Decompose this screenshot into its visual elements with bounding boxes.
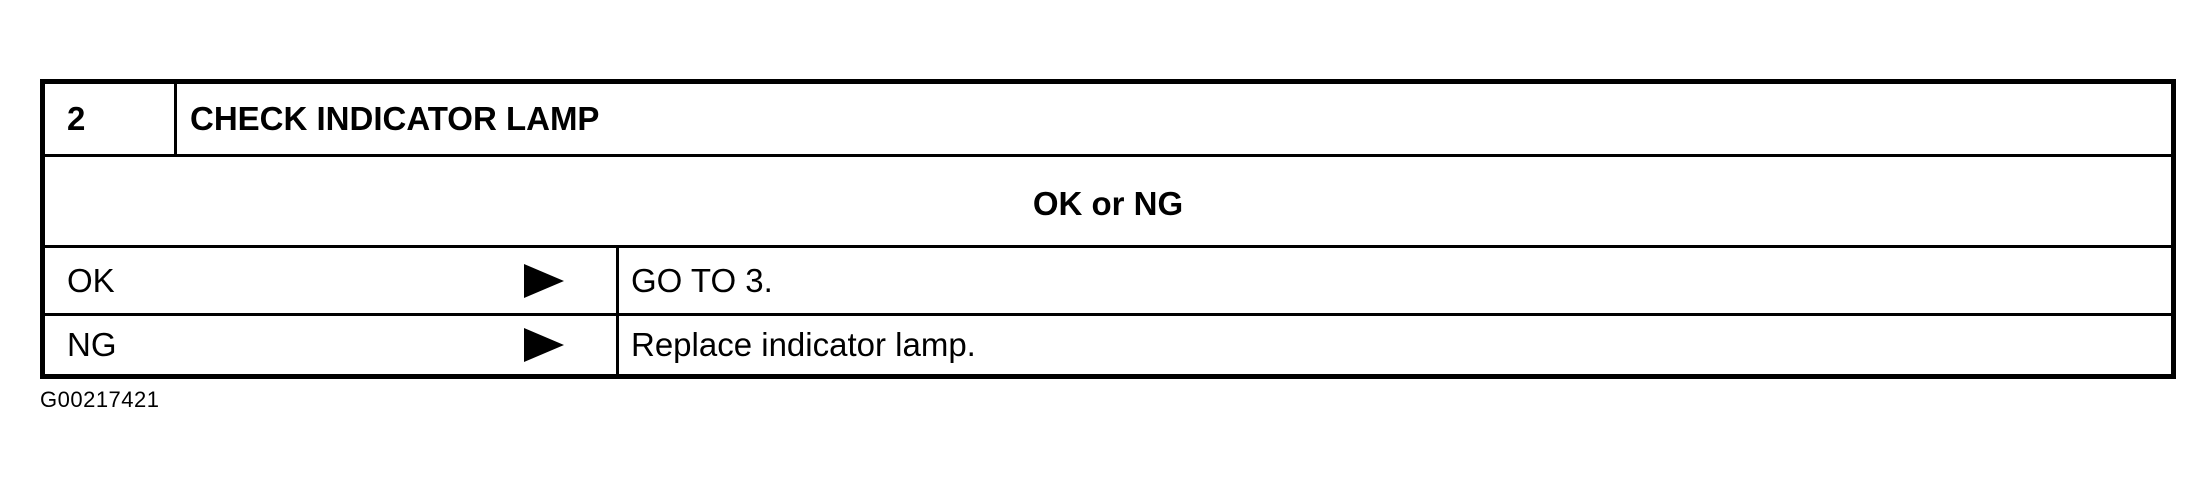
right-triangle-arrow-icon <box>524 328 564 362</box>
result-label-ok: OK <box>45 248 619 313</box>
result-label-ng: NG <box>45 316 619 374</box>
result-label-ng-text: NG <box>67 326 117 363</box>
result-row-ng: NG Replace indicator lamp. <box>45 316 2171 374</box>
diagnostic-step-table: 2 CHECK INDICATOR LAMP OK or NG OK GO TO… <box>40 79 2176 379</box>
result-action-ng: Replace indicator lamp. <box>631 326 976 363</box>
figure-code: G00217421 <box>40 387 160 412</box>
judgement-row: OK or NG <box>45 157 2171 248</box>
step-title: CHECK INDICATOR LAMP <box>190 100 600 137</box>
result-action-ok: GO TO 3. <box>631 261 773 299</box>
step-header-row: 2 CHECK INDICATOR LAMP <box>45 84 2171 157</box>
right-triangle-arrow-icon <box>524 263 564 298</box>
result-label-ok-text: OK <box>67 261 115 299</box>
judgement-header: OK or NG <box>1032 185 1184 222</box>
step-number: 2 <box>45 84 177 154</box>
result-row-ok: OK GO TO 3. <box>45 248 2171 316</box>
